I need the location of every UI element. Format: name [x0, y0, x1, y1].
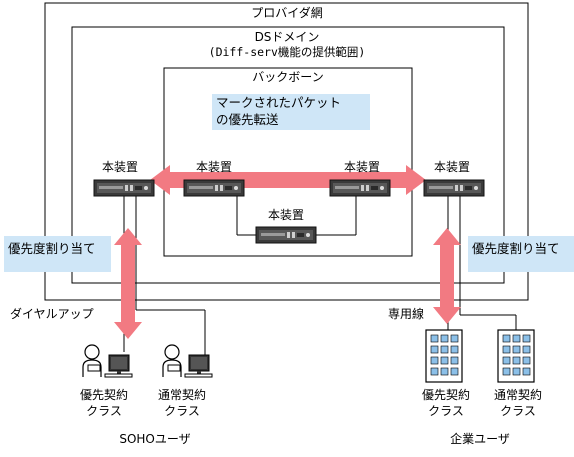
corp-normal-line2: クラス — [500, 404, 536, 418]
router-edge-left — [93, 179, 155, 197]
ds-domain-sublabel: (Diff-serv機能の提供範囲) — [208, 45, 366, 59]
dialup-label: ダイヤルアップ — [10, 307, 94, 321]
priority-assign-right-callout: 優先度割り当て — [468, 236, 574, 272]
enterprise-assignment-arrow — [433, 228, 461, 324]
marked-packet-callout: マークされたパケット の優先転送 — [212, 94, 370, 130]
soho-normal-class-label: 通常契約 クラス — [154, 387, 210, 419]
router-core-bottom-label: 本装置 — [267, 208, 304, 222]
soho-priority-user-icon — [82, 344, 133, 378]
router-edge-right-label: 本装置 — [433, 160, 470, 174]
provider-network-box — [44, 2, 529, 301]
corp-priority-building-icon — [425, 329, 463, 383]
router-edge-right — [423, 179, 485, 197]
ds-domain-box — [71, 26, 505, 284]
ds-domain-label: DSドメイン — [254, 30, 320, 44]
corp-priority-line2: クラス — [428, 404, 464, 418]
enterprise-group-label: 企業ユーザ — [450, 432, 510, 446]
leased-line-label: 専用線 — [388, 307, 425, 321]
router-core-left — [183, 179, 245, 197]
corp-priority-class-label: 優先契約 クラス — [418, 387, 474, 419]
corp-normal-building-icon — [497, 329, 535, 383]
soho-priority-class-label: 優先契約 クラス — [76, 387, 132, 419]
soho-normal-line2: クラス — [164, 404, 200, 418]
soho-normal-line1: 通常契約 — [157, 388, 206, 402]
soho-group-label: SOHOユーザ — [119, 432, 191, 446]
corp-normal-line1: 通常契約 — [493, 388, 542, 402]
backbone-label: バックボーン — [252, 70, 324, 84]
corp-priority-line1: 優先契約 — [421, 388, 470, 402]
router-edge-left-label: 本装置 — [101, 160, 138, 174]
router-core-right-label: 本装置 — [343, 160, 380, 174]
router-core-left-label: 本装置 — [195, 160, 232, 174]
priority-assign-left-callout: 優先度割り当て — [4, 236, 111, 272]
provider-network-label: プロバイダ網 — [251, 6, 323, 20]
corp-normal-class-label: 通常契約 クラス — [490, 387, 546, 419]
router-core-right — [329, 179, 391, 197]
soho-priority-line2: クラス — [86, 404, 122, 418]
soho-assignment-arrow — [114, 228, 142, 339]
marked-packet-line2: の優先転送 — [216, 112, 279, 127]
backbone-box — [163, 67, 413, 257]
soho-priority-line1: 優先契約 — [79, 388, 128, 402]
router-core-bottom — [255, 226, 317, 244]
marked-packet-line1: マークされたパケット — [216, 95, 342, 110]
